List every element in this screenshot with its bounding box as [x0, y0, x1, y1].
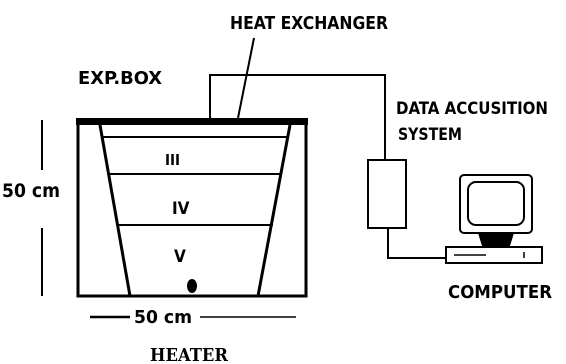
heat-exchanger-plate: [76, 118, 308, 125]
layer-label-v: V: [174, 247, 186, 267]
inner-wall-left: [98, 124, 132, 297]
data-acquisition-label-line1: DATA ACCUSITION: [396, 99, 548, 119]
inner-wall-right: [256, 124, 292, 297]
computer-base-unit: [445, 246, 543, 264]
computer-screen: [467, 181, 525, 226]
computer-monitor-stand: [478, 233, 514, 246]
layer-label-iv: IV: [172, 199, 190, 219]
cable-daq-to-computer: [387, 228, 446, 259]
exp-box-label: EXP.BOX: [78, 68, 163, 89]
layer-label-iii: III: [165, 151, 180, 169]
cable-exchanger-to-daq: [209, 74, 386, 160]
experiment-box-outline: [76, 118, 308, 298]
data-acquisition-label-line2: SYSTEM: [398, 125, 462, 145]
heat-exchanger-label: HEAT EXCHANGER: [230, 13, 389, 34]
heat-exchanger-pointer: [237, 37, 255, 119]
heater-dot: [187, 279, 197, 293]
width-label: 50 cm: [134, 307, 192, 328]
data-acquisition-unit: [367, 159, 407, 229]
computer-icon: [445, 174, 543, 264]
heater-label: HEATER: [150, 345, 229, 364]
computer-label: COMPUTER: [448, 282, 553, 303]
height-label: 50 cm: [2, 180, 60, 202]
